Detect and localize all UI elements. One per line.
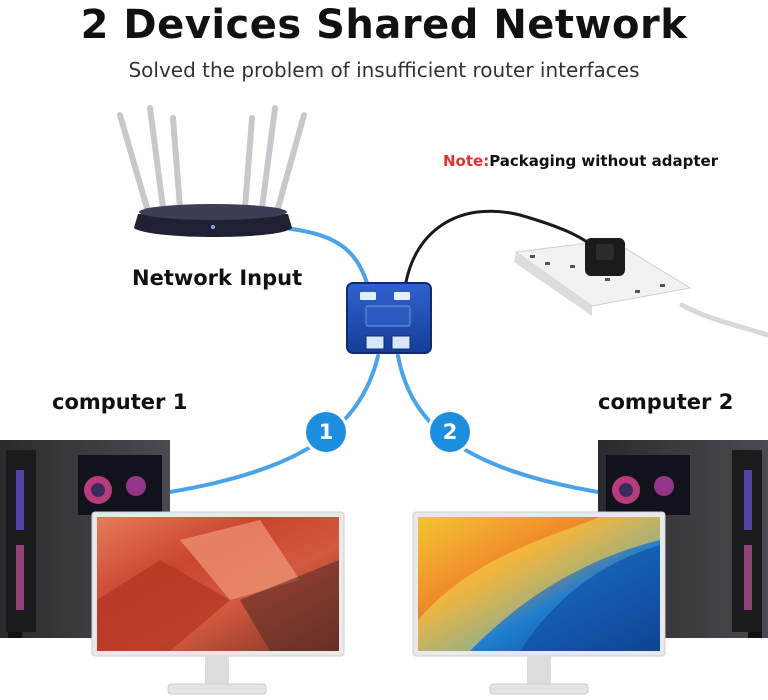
computer2-label: computer 2: [598, 390, 734, 414]
splitter-icon: [346, 282, 432, 354]
pc2-cable: [396, 354, 600, 494]
port-badge-1: 1: [306, 412, 346, 452]
router-icon: [117, 105, 307, 237]
strip-cord: [679, 302, 768, 338]
note-text: Note:Packaging without adapter: [443, 152, 718, 170]
port-badge-2: 2: [430, 412, 470, 452]
note-prefix: Note:: [443, 152, 490, 170]
note-body: Packaging without adapter: [489, 152, 719, 170]
pc1-cable: [168, 354, 380, 494]
network-input-label: Network Input: [132, 266, 303, 290]
page-title: 2 Devices Shared Network: [80, 2, 688, 48]
power-strip-icon: [514, 238, 692, 316]
computer1-label: computer 1: [52, 390, 188, 414]
monitor-icon: [412, 511, 666, 695]
monitor-icon: [91, 511, 345, 695]
page-subtitle: Solved the problem of insufficient route…: [128, 58, 640, 82]
power-cable: [402, 209, 602, 298]
